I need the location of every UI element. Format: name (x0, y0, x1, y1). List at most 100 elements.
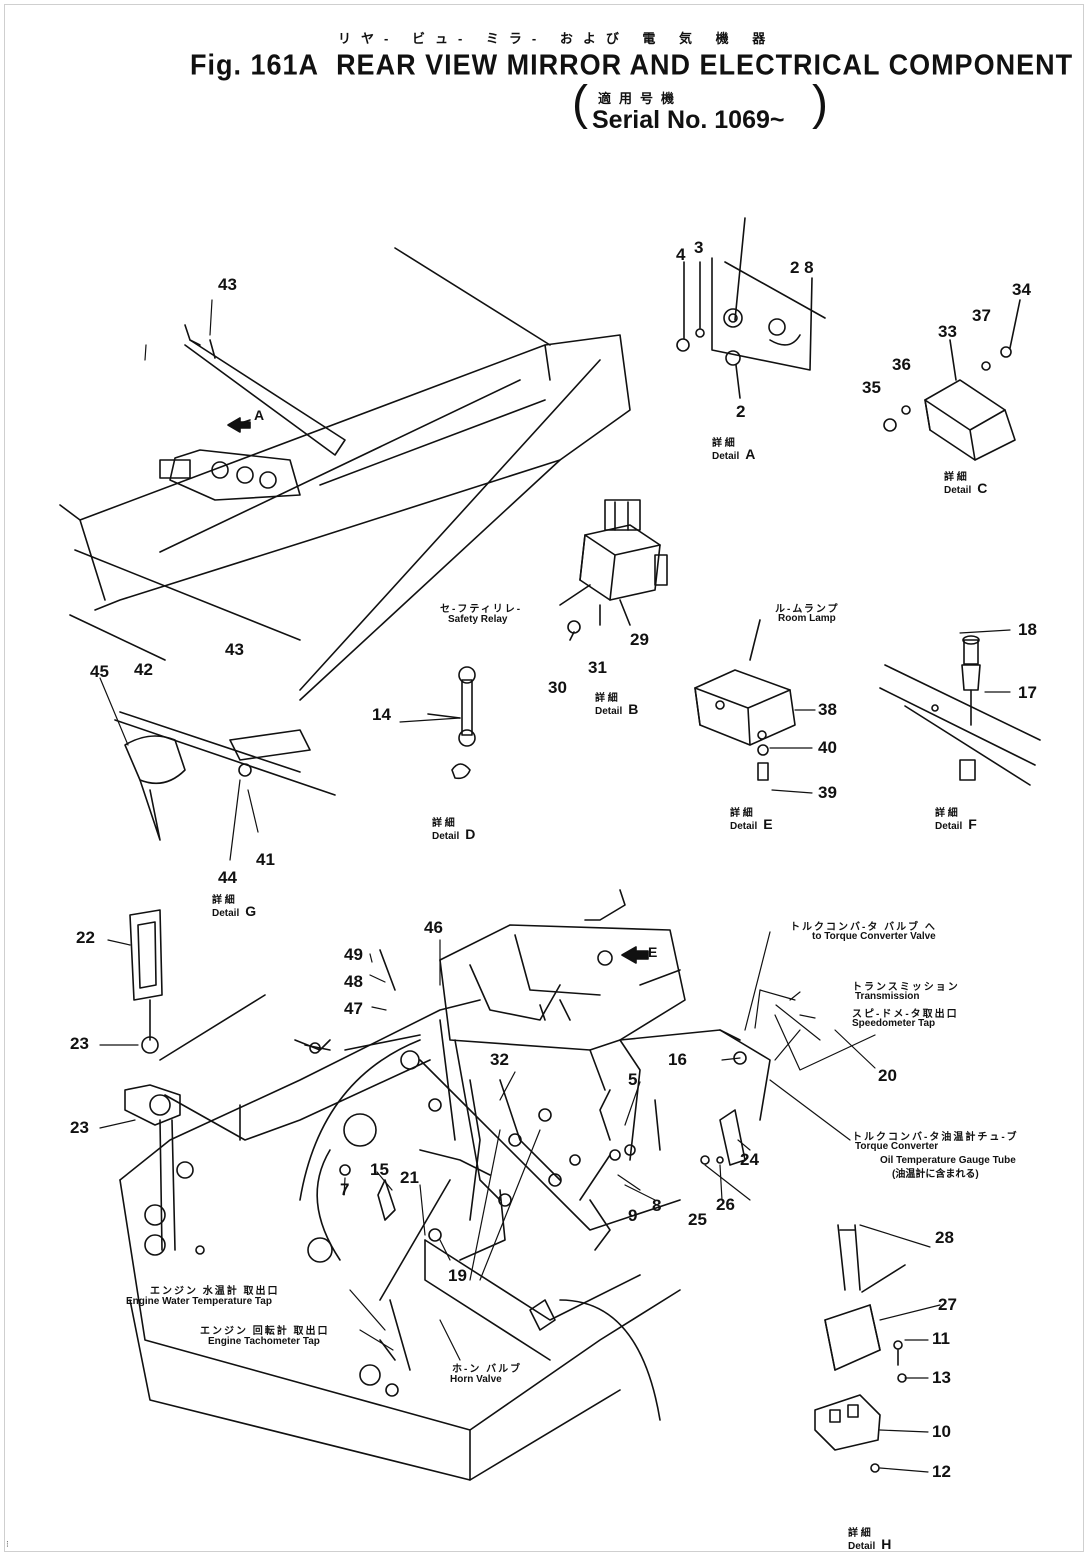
part-number: 23 (70, 1034, 89, 1053)
part-number: 39 (818, 783, 837, 802)
detail-g-drawing (114, 324, 346, 841)
part-number: 3 (694, 238, 704, 257)
part-number: 35 (862, 378, 881, 397)
part-number: 17 (1018, 683, 1037, 702)
part-number: 46 (424, 918, 443, 937)
part-number: 8 (652, 1196, 662, 1215)
part-number: 9 (628, 1206, 638, 1225)
part-number: 44 (218, 868, 237, 887)
detail-b-drawing (559, 499, 668, 641)
part-number: 22 (76, 928, 95, 947)
page-title: Fig. 161A REAR VIEW MIRROR AND ELECTRICA… (190, 49, 1073, 82)
part-number: 2 8 (790, 258, 814, 277)
detail-d-drawing (427, 666, 476, 780)
speedometer-label: Speedometer Tap (852, 1018, 936, 1029)
figure-number: Fig. 161A (190, 49, 320, 81)
oil-temp-label-3: (油温計に含まれる) (892, 1169, 979, 1180)
part-number: 43 (218, 275, 237, 294)
part-number: 24 (740, 1150, 759, 1169)
page-frame (4, 4, 1084, 1552)
transmission-label: Transmission (855, 991, 920, 1002)
part-number: 15 (370, 1160, 389, 1179)
right-paren: ) (812, 77, 828, 130)
title-japanese: リヤ- ビュ- ミラ- および 電 気 機 器 (338, 31, 776, 46)
horn-valve-label: Horn Valve (450, 1374, 502, 1385)
part-number: 41 (256, 850, 275, 869)
part-number: 33 (938, 322, 957, 341)
tachometer-label: Engine Tachometer Tap (208, 1336, 320, 1347)
corner-mark: ⁝ (6, 1539, 9, 1549)
part-number: 27 (938, 1295, 957, 1314)
part-number: 18 (1018, 620, 1037, 639)
torque-valve-label: to Torque Converter Valve (812, 931, 936, 942)
part-number: 7 (340, 1180, 350, 1199)
serial-japanese: 適用号機 (598, 91, 683, 106)
part-number: 4 (676, 245, 686, 264)
boom-fender-drawing (59, 247, 631, 701)
part-number: 20 (878, 1066, 897, 1085)
part-number: 42 (134, 660, 153, 679)
part-number: 48 (344, 972, 363, 991)
water-temp-label: Engine Water Temperature Tap (126, 1296, 272, 1307)
detail-f-drawing (879, 635, 1041, 786)
part-number: 28 (935, 1228, 954, 1247)
detail-a-drawing (676, 217, 826, 399)
part-number: 21 (400, 1168, 419, 1187)
part-number: 43 (225, 640, 244, 659)
part-number: 10 (932, 1422, 951, 1441)
part-number: 16 (668, 1050, 687, 1069)
horn-valve-japanese: ホ-ン バルブ (452, 1364, 523, 1375)
torque-valve-japanese: トルクコンバ-タ バルブ へ (790, 922, 937, 933)
part-number: 26 (716, 1195, 735, 1214)
part-number: 36 (892, 355, 911, 374)
left-paren: ( (572, 77, 588, 130)
serial-number: Serial No. 1069~ (592, 106, 785, 134)
part-number: 13 (932, 1368, 951, 1387)
part-number: 47 (344, 999, 363, 1018)
room-lamp-japanese: ル-ムランプ (775, 604, 840, 615)
part-number: 49 (344, 945, 363, 964)
view-arrow-a-label: A (254, 407, 265, 423)
oil-temp-label-2: Oil Temperature Gauge Tube (880, 1155, 1016, 1166)
part-number: 23 (70, 1118, 89, 1137)
detail-c-drawing (883, 299, 1021, 461)
room-lamp-label: Room Lamp (778, 613, 836, 624)
speedometer-japanese: スピ-ドメ-タ取出口 (852, 1009, 959, 1020)
part-number: 5 (628, 1070, 638, 1089)
water-temp-japanese: エンジン 水温計 取出口 (150, 1286, 280, 1297)
view-arrow-e-label: E (648, 944, 658, 960)
view-arrows (227, 417, 649, 964)
leader-lines (99, 299, 1011, 1473)
tachometer-japanese: エンジン 回転計 取出口 (200, 1326, 330, 1337)
safety-relay-label: Safety Relay (448, 614, 508, 625)
part-number: 31 (588, 658, 607, 677)
figure-title: REAR VIEW MIRROR AND ELECTRICAL COMPONEN… (336, 49, 1074, 81)
detail-e-drawing (694, 619, 796, 781)
oil-temp-japanese: トルクコンバ-タ油温計チュ-ブ (852, 1132, 1019, 1143)
part-number: 19 (448, 1266, 467, 1285)
part-number: 12 (932, 1462, 951, 1481)
transmission-japanese: トランスミッション (852, 982, 960, 993)
detail-h-drawing (814, 1224, 907, 1473)
part-number: 2 (736, 402, 746, 421)
oil-temp-label-1: Torque Converter (855, 1141, 939, 1152)
main-machine-drawing (119, 889, 771, 1481)
part-number: 32 (490, 1050, 509, 1069)
part-number: 30 (548, 678, 567, 697)
part-number: 40 (818, 738, 837, 757)
part-number: 45 (90, 662, 109, 681)
part-number: 37 (972, 306, 991, 325)
part-number: 38 (818, 700, 837, 719)
part-number: 25 (688, 1210, 707, 1229)
part-number: 34 (1012, 280, 1031, 299)
